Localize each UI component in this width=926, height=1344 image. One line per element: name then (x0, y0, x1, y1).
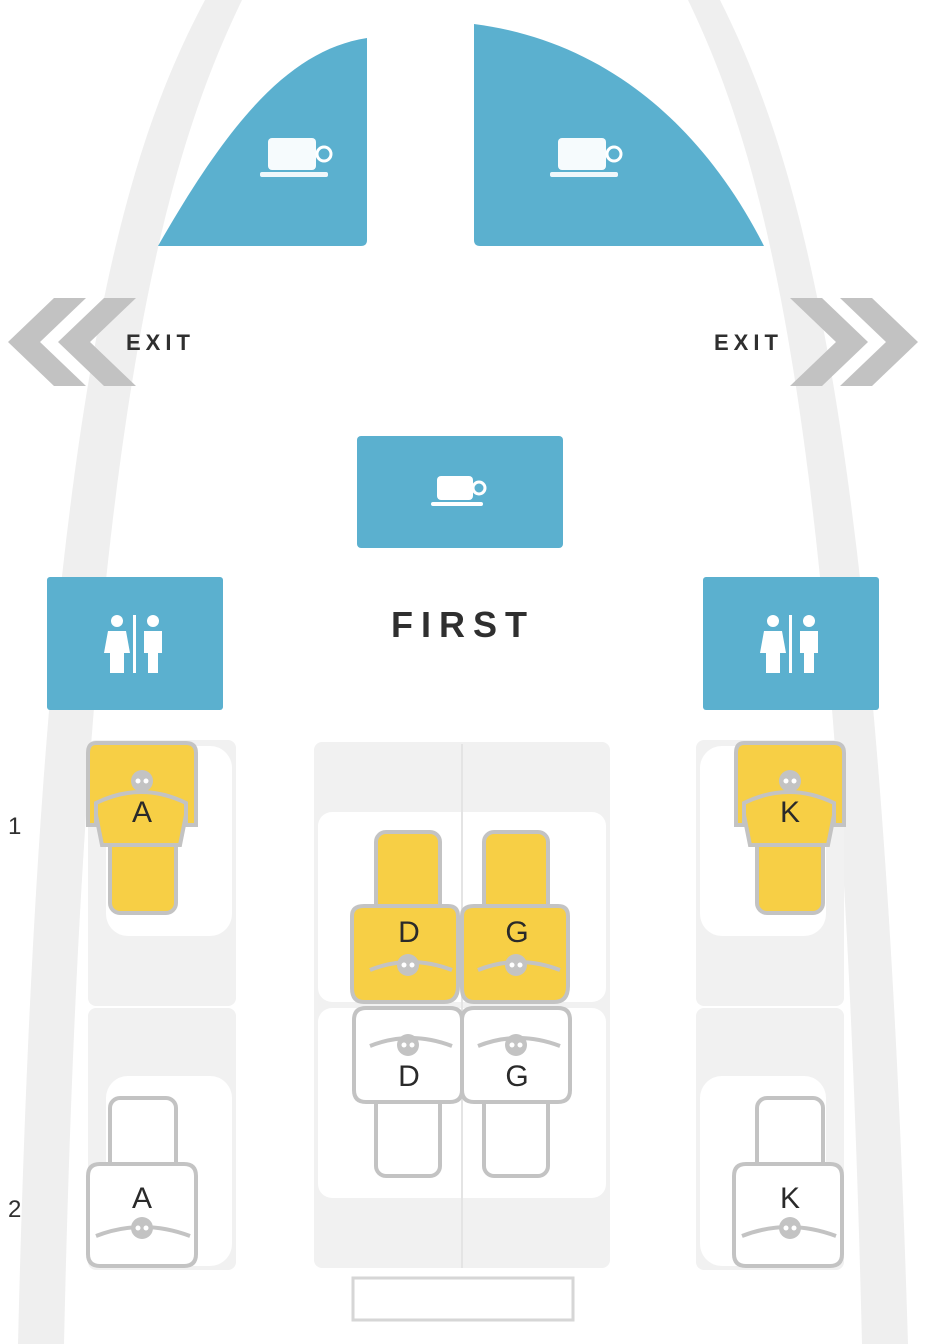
seat-2D-button[interactable] (352, 1006, 460, 1178)
exit-label-left: EXIT (126, 330, 195, 355)
seat-2K-shape (732, 1096, 844, 1268)
seat-2G-button[interactable] (462, 1006, 570, 1178)
row-number: 1 (8, 813, 22, 840)
bulkhead (351, 1276, 575, 1322)
seat-1G-shape (460, 830, 570, 1004)
seat-1D-label: D (398, 916, 420, 949)
seat-1D-shape (350, 830, 460, 1004)
seat-2K-button[interactable] (734, 1096, 846, 1268)
seat-2D-shape (352, 1006, 464, 1178)
lavatory-right (703, 577, 879, 710)
seat-2G-label: G (505, 1060, 529, 1093)
restroom-icon (104, 614, 162, 673)
seat-1A-shape (86, 741, 198, 915)
seat-2A-shape (86, 1096, 198, 1268)
exit-left-arrow-icon (8, 298, 136, 386)
seat-1K-label: K (779, 796, 800, 829)
seat-1G-label: G (505, 916, 529, 949)
seat-1D-button[interactable] (352, 832, 460, 1004)
front-galleys (158, 24, 764, 246)
seat-1A-label: A (131, 796, 152, 829)
cabin-class-label: FIRST (391, 604, 535, 645)
seat-2D-label: D (398, 1060, 420, 1093)
seat-1K-button[interactable] (736, 742, 846, 914)
coffee-cup-icon (550, 138, 623, 177)
seat-2K-label: K (779, 1182, 800, 1215)
exit-label-right: EXIT (714, 330, 783, 355)
row-number: 2 (8, 1196, 22, 1223)
seat-1K-shape (734, 741, 846, 915)
seat-1G-button[interactable] (462, 832, 570, 1004)
galley (357, 436, 563, 548)
seat-2A-button[interactable] (86, 1096, 198, 1268)
seat-2A-label: A (131, 1182, 152, 1215)
restroom-icon (760, 614, 818, 673)
coffee-cup-icon (260, 138, 333, 177)
coffee-cup-icon (431, 476, 487, 506)
lavatory-left (47, 577, 223, 710)
exit-right-arrow-icon (790, 298, 918, 386)
seat-1A-button[interactable] (88, 742, 198, 914)
